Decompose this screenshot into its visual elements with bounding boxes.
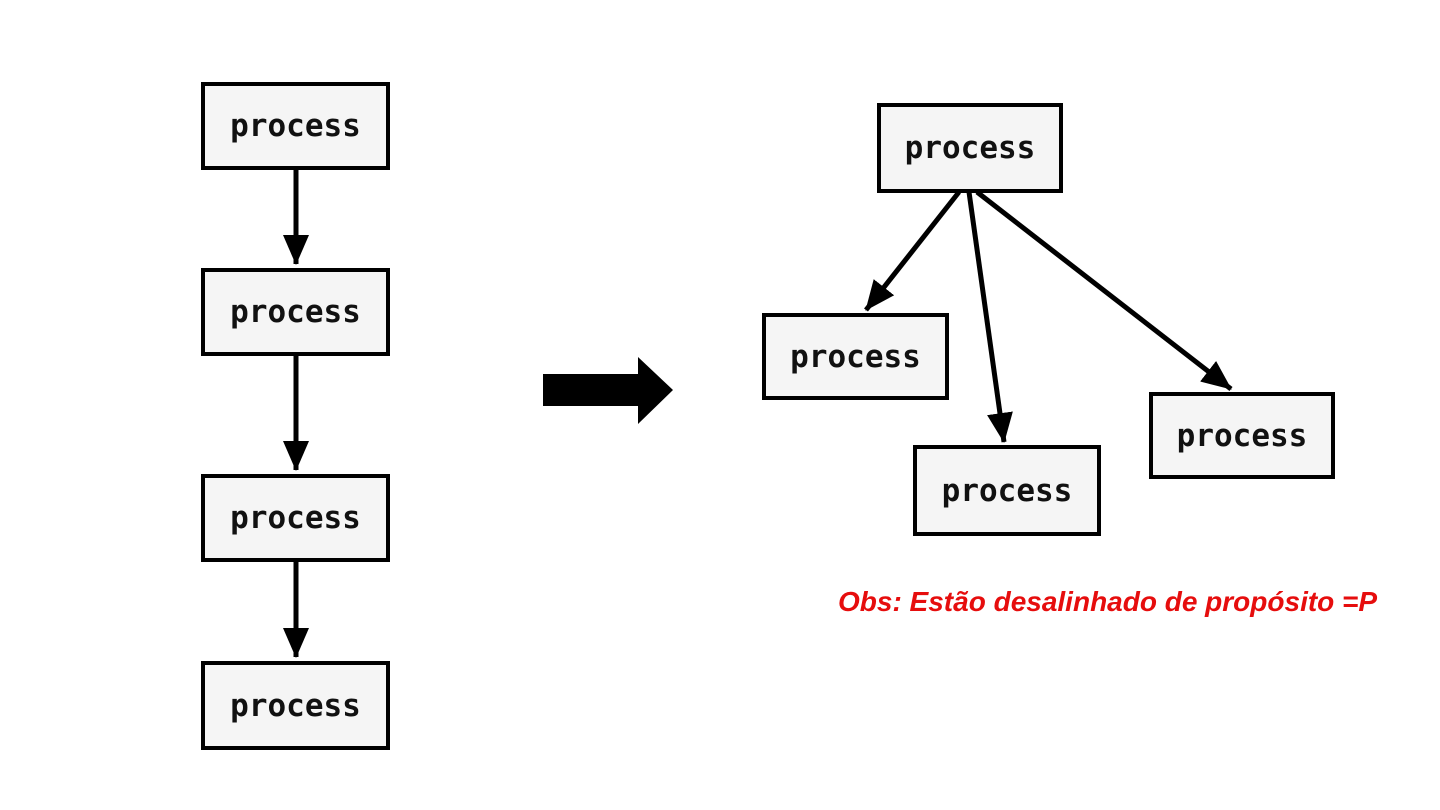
tree-arrow-2-icon [966, 191, 1013, 443]
process-child-node-2: process [913, 445, 1101, 536]
transform-arrow-icon [543, 357, 673, 424]
misalignment-note: Obs: Estão desalinhado de propósito =P [838, 586, 1378, 617]
tree-arrow-3-icon [975, 190, 1233, 391]
process-node-3: process [201, 474, 390, 562]
process-child-node-3: process [1149, 392, 1335, 479]
process-node-1: process [201, 82, 390, 170]
process-node-2: process [201, 268, 390, 356]
process-child-node-1: process [762, 313, 949, 400]
process-node-4: process [201, 661, 390, 750]
process-root-node: process [877, 103, 1063, 193]
tree-arrow-1-icon [864, 190, 961, 312]
